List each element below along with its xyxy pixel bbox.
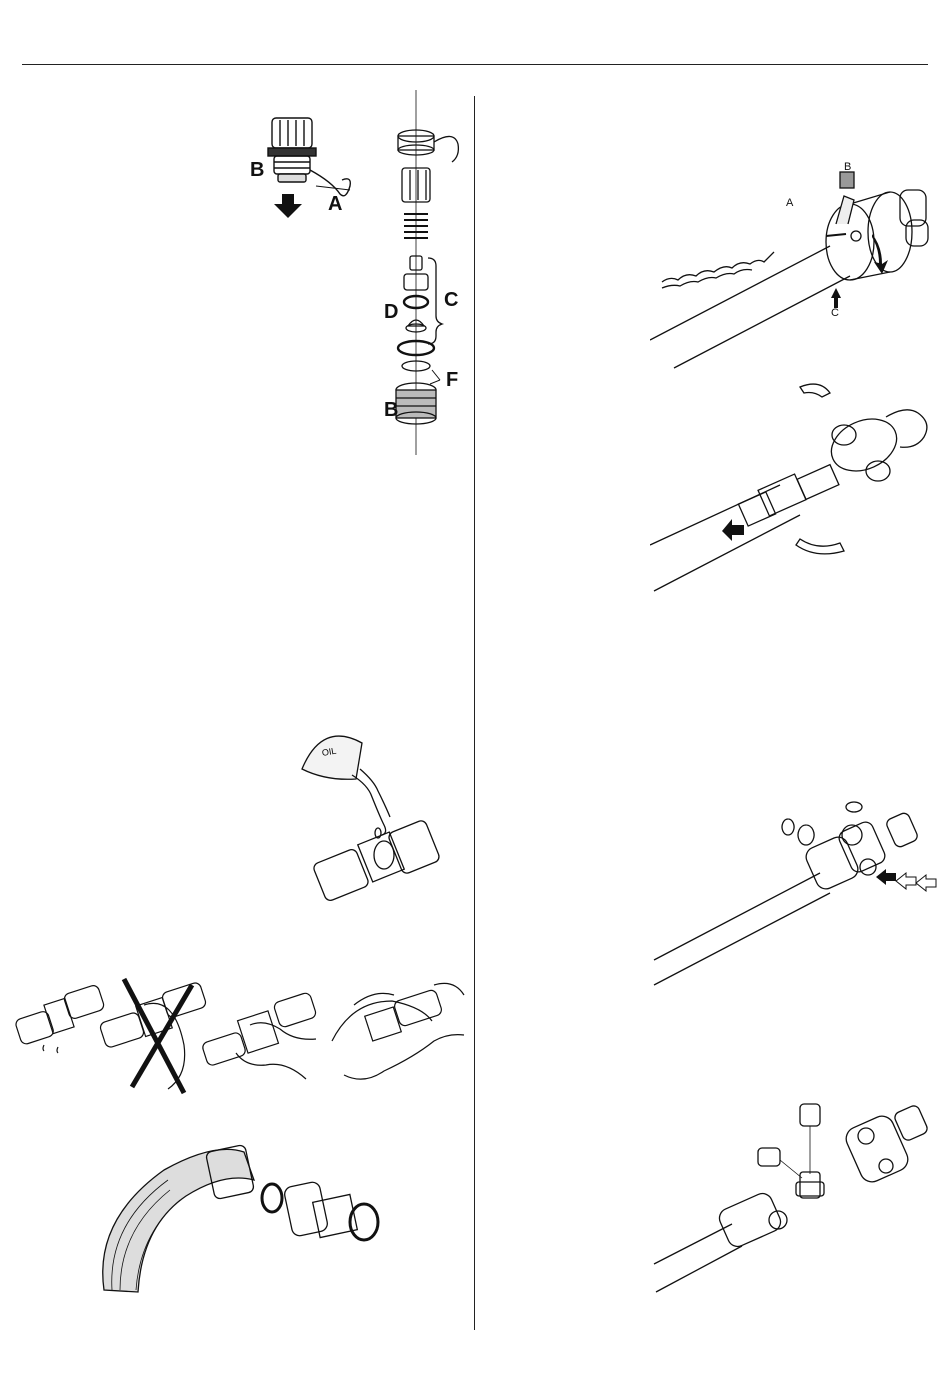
label-b: B [844,161,851,173]
oil-can-figure: OIL [298,725,448,915]
label-d: D [384,301,398,323]
hose-coupling-figure [100,1140,390,1300]
filter-exploded-illustration [396,90,458,455]
label-a: A [328,193,342,215]
cross-journal-parts-figure [650,1100,940,1300]
filter-assembly-figure: B A C D F B [240,90,470,460]
rotate-arrow-icon [872,234,888,274]
pto-guard-removal-figure: A B C [650,150,940,375]
pipe-tightening-figure [14,965,466,1095]
press-arrow-icon [876,869,896,885]
guard-bearing-halves-figure [650,375,940,595]
hose-illustration [103,1149,254,1292]
header-rule [22,64,928,65]
label-b-top: B [250,159,264,181]
label-c: C [444,289,458,311]
filter-assembled-illustration [268,118,350,196]
label-f: F [446,369,458,391]
column-divider [474,96,475,1330]
press-arrow-outline-icon [896,873,916,889]
cross-journal-press-figure [650,795,940,990]
down-arrow-icon [274,194,302,218]
left-arrow-icon [722,519,744,541]
label-a: A [786,197,794,209]
label-b-bottom: B [384,399,398,421]
up-arrow-icon [831,288,841,308]
press-arrow-outline-icon [916,875,936,891]
label-c: C [831,307,839,319]
